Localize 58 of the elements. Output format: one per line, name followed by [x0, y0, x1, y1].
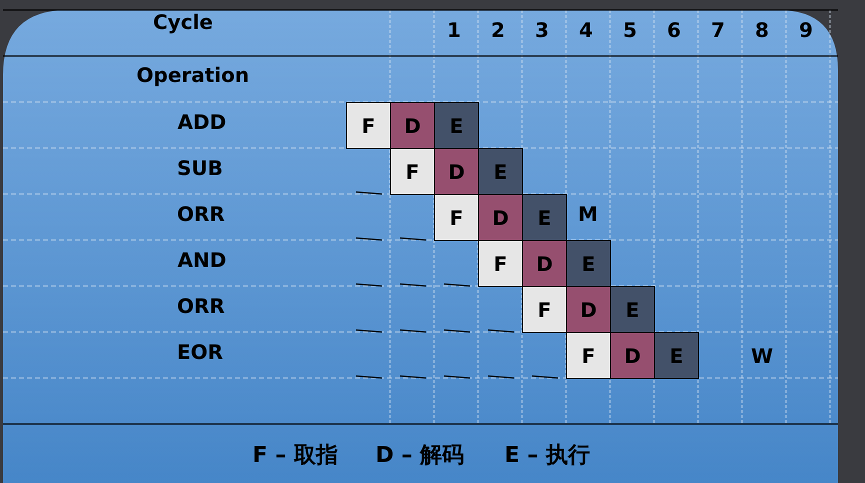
- pipeline-cell: [478, 194, 523, 241]
- operation-name: SUB: [177, 156, 223, 180]
- stage-letter: D: [448, 160, 465, 184]
- operation-name: AND: [178, 248, 226, 272]
- cycle-number: 5: [623, 18, 637, 42]
- column-header: Cycle: [153, 10, 213, 34]
- stage-letter: E: [626, 298, 640, 322]
- stage-letter: F: [582, 344, 596, 368]
- stage-letter: F: [538, 298, 552, 322]
- cycle-number: 9: [799, 18, 813, 42]
- legend-text: F – 取指: [252, 443, 338, 469]
- pipeline-cell: [566, 286, 611, 333]
- stage-letter: F: [362, 114, 376, 138]
- stage-letter: E: [538, 206, 552, 230]
- pipeline-cell: [478, 148, 523, 195]
- pipeline-cell: [434, 148, 479, 195]
- pipeline-cell: [610, 286, 655, 333]
- cycle-number: 3: [535, 18, 549, 42]
- cycle-number: 2: [491, 18, 505, 42]
- operation-name: ORR: [177, 202, 225, 226]
- stage-letter: F: [494, 252, 508, 276]
- stage-letter: W: [751, 344, 774, 368]
- pipeline-cell: [566, 240, 611, 287]
- pipeline-cell: [478, 240, 523, 287]
- stage-letter: D: [624, 344, 641, 368]
- stage-letter: E: [494, 160, 508, 184]
- pipeline-cell: [522, 286, 567, 333]
- pipeline-cell: [610, 332, 655, 379]
- pipeline-cell: [390, 148, 435, 195]
- cycle-number: 7: [711, 18, 725, 42]
- cycle-number: 4: [579, 18, 593, 42]
- operation-name: EOR: [177, 340, 224, 364]
- pipeline-cell: [434, 194, 479, 241]
- stage-letter: E: [670, 344, 684, 368]
- stage-letter: E: [450, 114, 464, 138]
- operation-name: ORR: [177, 294, 225, 318]
- pipeline-cell: [434, 102, 479, 149]
- stage-letter: F: [450, 206, 464, 230]
- pipeline-cell: [654, 332, 699, 379]
- row-header: Operation: [136, 63, 250, 87]
- pipeline-cell: [522, 240, 567, 287]
- legend-text: D – 解码: [376, 443, 464, 469]
- pipeline-cell: [566, 332, 611, 379]
- stage-letter: M: [578, 202, 598, 226]
- stage-letter: F: [406, 160, 420, 184]
- operation-name: ADD: [178, 110, 226, 134]
- pipeline-cell: [390, 102, 435, 149]
- cycle-number: 6: [667, 18, 681, 42]
- pipeline-cell: [522, 194, 567, 241]
- cycle-number: 8: [755, 18, 769, 42]
- stage-letter: E: [582, 252, 596, 276]
- stage-letter: D: [404, 114, 421, 138]
- legend-text: E – 执行: [504, 443, 590, 469]
- cycle-number: 1: [447, 18, 461, 42]
- stage-letter: D: [580, 298, 597, 322]
- stage-letter: D: [536, 252, 553, 276]
- stage-letter: D: [492, 206, 509, 230]
- pipeline-cell: [346, 102, 391, 149]
